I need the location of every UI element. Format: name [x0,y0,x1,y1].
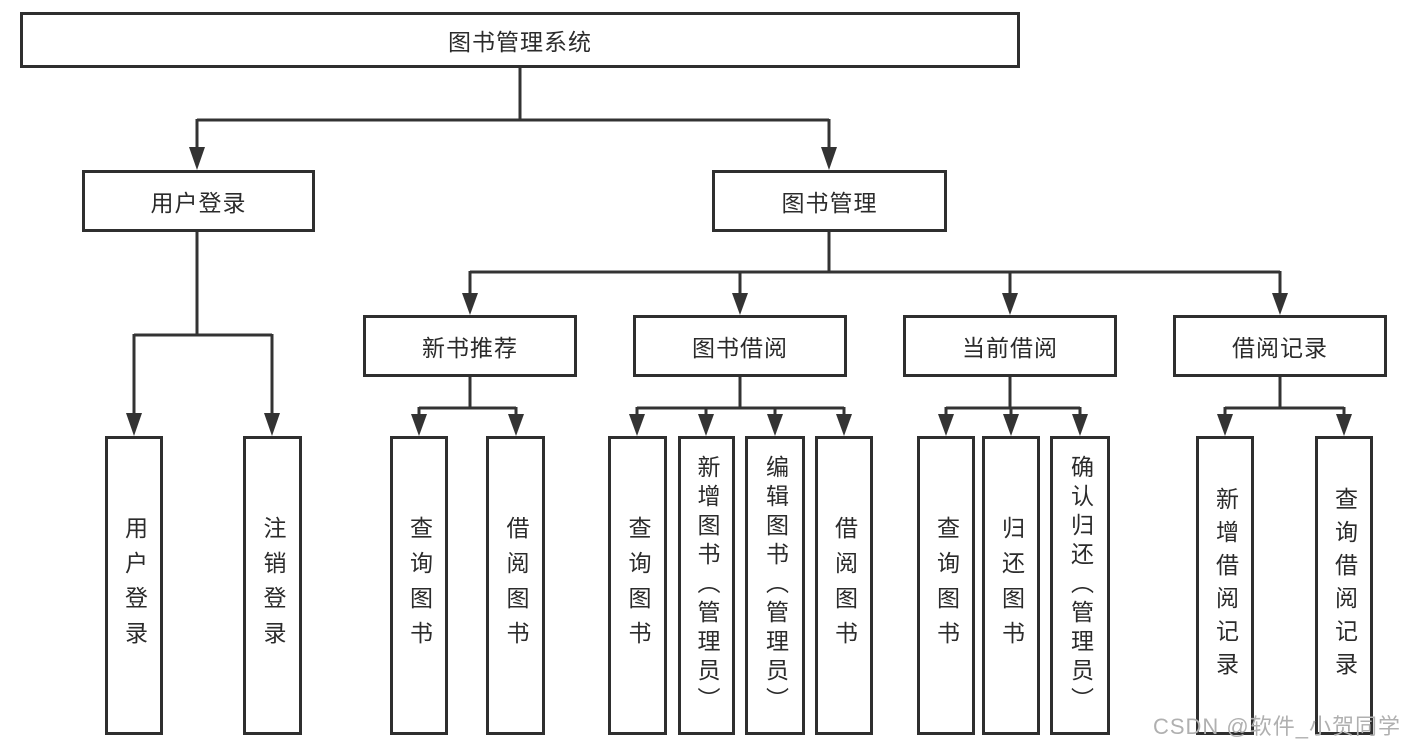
node-label: 图书借阅 [692,335,788,361]
node-current-borrow: 当前借阅 [903,315,1117,377]
edge-new-book-recommend-children [411,377,524,436]
leaf-add-book-admin: 新增图书（管理员） [678,436,735,735]
leaf-query-books-recommend: 查询图书 [390,436,448,735]
leaf-logout: 注销登录 [243,436,302,735]
node-borrow-records: 借阅记录 [1173,315,1387,377]
node-book-borrow: 图书借阅 [633,315,847,377]
node-label: 新增图书（管理员） [694,455,720,716]
csdn-watermark: CSDN @软件_小贺同学 [1152,714,1401,739]
node-label: 编辑图书（管理员） [762,455,789,716]
leaf-add-borrow-record: 新增借阅记录 [1196,436,1254,735]
node-label: 借阅图书 [831,515,858,656]
leaf-edit-book-admin: 编辑图书（管理员） [745,436,805,735]
node-label: 查询图书 [406,515,433,656]
node-label: 确认归还（管理员） [1067,455,1094,716]
leaf-borrow-books: 借阅图书 [815,436,873,735]
leaf-confirm-return-admin: 确认归还（管理员） [1050,436,1110,735]
edge-borrow-records-children [1217,377,1352,436]
node-label: 查询借阅记录 [1331,486,1358,685]
node-label: 借阅记录 [1232,335,1328,361]
edge-root-to-level2 [189,68,837,170]
node-label: 借阅图书 [503,515,529,656]
leaf-borrow-books-recommend: 借阅图书 [486,436,545,735]
leaf-query-books-borrow: 查询图书 [608,436,667,735]
node-label: 用户登录 [150,190,247,216]
node-label: 查询图书 [933,515,960,656]
node-label: 图书管理 [781,190,878,216]
leaf-user-login: 用户登录 [105,436,163,735]
edge-book-borrow-children [629,377,852,436]
node-new-book-recommend: 新书推荐 [363,315,577,377]
leaf-query-borrow-record: 查询借阅记录 [1315,436,1373,735]
node-label: 用户登录 [121,515,148,656]
leaf-return-books: 归还图书 [982,436,1040,735]
node-label: 新书推荐 [422,335,518,361]
node-label: 当前借阅 [962,335,1058,361]
node-label: 新增借阅记录 [1212,486,1239,685]
node-label: 查询图书 [625,515,651,656]
leaf-query-books-current: 查询图书 [917,436,975,735]
node-user-login: 用户登录 [82,170,315,232]
node-book-management: 图书管理 [712,170,947,232]
edge-user-login-children [126,232,280,436]
node-label: 归还图书 [998,515,1025,656]
edge-book-management-children [462,232,1288,315]
edge-current-borrow-children [938,377,1088,436]
node-label: 图书管理系统 [448,29,592,55]
node-library-management-system: 图书管理系统 [20,12,1020,68]
node-label: 注销登录 [260,515,286,656]
